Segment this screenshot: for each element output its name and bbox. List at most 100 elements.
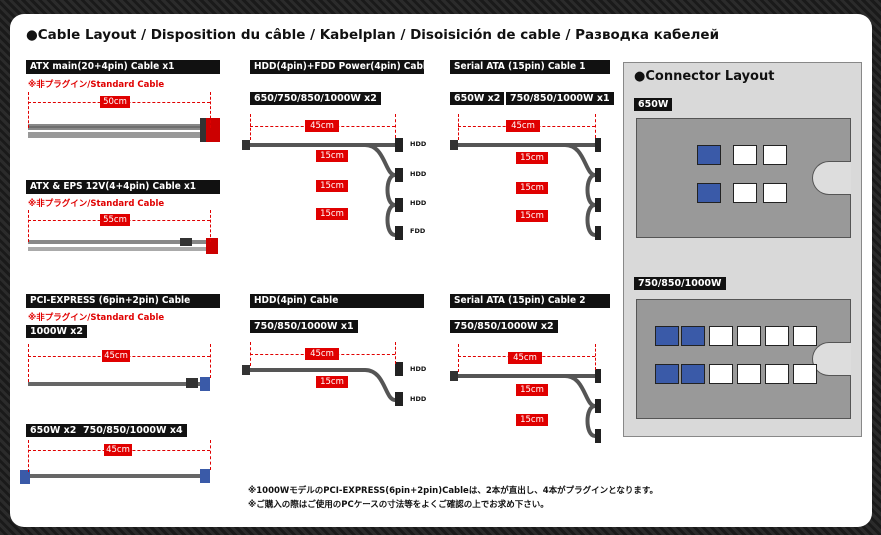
sata2-seg2-length: 15cm (516, 414, 548, 426)
hdd-seg-length: 15cm (316, 376, 348, 388)
hdd-fdd-seg2-length: 15cm (316, 180, 348, 192)
hdd-fdd-conn2-label: HDD (410, 170, 427, 178)
psu-650w-notch (812, 161, 851, 195)
sata2-connectors (595, 369, 601, 443)
pcie2-cable-drawing (20, 469, 210, 484)
atx-standard-note: ※非プラグイン/Standard Cable (28, 80, 165, 90)
hdd-cable-drawing (242, 365, 396, 402)
pcie1-dim-right (210, 344, 211, 378)
connector-layout-panel: ●Connector Layout 650W 750/850/1000W (623, 62, 862, 437)
footnote-1: ※1000WモデルのPCI-EXPRESS(6pin+2pin)Cableは、2… (248, 486, 659, 496)
pcie-qty-1000w: 1000W x2 (26, 325, 87, 338)
pcie-qty-750-1000w: 750/850/1000W x4 (79, 424, 187, 437)
sata1-dim-left (458, 114, 459, 140)
psu-1000w-port-blue-3 (655, 364, 679, 384)
sata2-cable-title: Serial ATA (15pin) Cable 2 (450, 294, 610, 308)
psu-1000w-port-1 (709, 326, 733, 346)
sata2-seg1-length: 15cm (516, 384, 548, 396)
eps-cable-title: ATX & EPS 12V(4+4pin) Cable x1 (26, 180, 220, 194)
hdd-fdd-seg1-length: 15cm (316, 150, 348, 162)
pcie1-length-label: 45cm (102, 350, 130, 362)
page-title: ●Cable Layout / Disposition du câble / K… (26, 27, 720, 43)
sata2-dim-left (458, 344, 459, 372)
pcie2-dim-right (210, 440, 211, 470)
hdd-fdd-conn3-label: HDD (410, 199, 427, 207)
pcie1-cable-drawing (28, 377, 210, 391)
sata1-qty-650w: 650W x2 (450, 92, 505, 105)
sata1-qty-750-1000w: 750/850/1000W x1 (506, 92, 614, 105)
pcie2-dim-left (28, 440, 29, 472)
hdd-conn1-label: HDD (410, 365, 427, 373)
content-panel: { "title": "●Cable Layout / Disposition … (10, 14, 872, 527)
psu-650w-port-3 (733, 183, 757, 203)
hdd-fdd-seg3-length: 15cm (316, 208, 348, 220)
psu-650w-label: 650W (634, 98, 673, 111)
sata1-seg2-length: 15cm (516, 182, 548, 194)
hdd-fdd-dim-right (395, 114, 396, 138)
footnote-2: ※ご購入の際はご使用のPCケースの寸法等をよくご確認の上でお求め下さい。 (248, 500, 549, 510)
sata1-connectors (595, 138, 601, 240)
sata1-main-length: 45cm (506, 120, 540, 132)
sata1-seg3-length: 15cm (516, 210, 548, 222)
hdd-connectors (395, 362, 403, 406)
psu-650w-port-blue-1 (697, 145, 721, 165)
hdd-fdd-conn1-label: HDD (410, 140, 427, 148)
atx-dim-left (28, 92, 29, 128)
psu-1000w-port-blue-2 (681, 326, 705, 346)
hdd-fdd-main-length: 45cm (305, 120, 339, 132)
pcie-standard-note: ※非プラグイン/Standard Cable (28, 313, 165, 323)
eps-dim-left (28, 210, 29, 242)
psu-650w-panel (636, 118, 851, 238)
psu-650w-port-1 (733, 145, 757, 165)
hdd-qty: 750/850/1000W x1 (250, 320, 358, 333)
pcie1-dim-left (28, 344, 29, 382)
atx-length-label: 50cm (100, 96, 130, 108)
eps-cable-drawing (28, 238, 218, 254)
psu-1000w-port-blue-4 (681, 364, 705, 384)
atx-cable-drawing (28, 118, 220, 142)
psu-1000w-port-5 (709, 364, 733, 384)
psu-1000w-port-8 (793, 364, 817, 384)
cable-drawings (20, 118, 601, 484)
hdd-fdd-cable-title: HDD(4pin)+FDD Power(4pin) Cable (250, 60, 432, 74)
psu-1000w-port-3 (765, 326, 789, 346)
pcie2-length-label: 45cm (104, 444, 132, 456)
psu-750-1000w-notch (812, 342, 851, 376)
sata1-cable-drawing (450, 140, 596, 237)
sata1-cable-title: Serial ATA (15pin) Cable 1 (450, 60, 610, 74)
hdd-fdd-dim-left (250, 114, 251, 140)
pcie-cable-title: PCI-EXPRESS (6pin+2pin) Cable (26, 294, 220, 308)
sata1-seg1-length: 15cm (516, 152, 548, 164)
hdd-fdd-conn4-label: FDD (410, 227, 426, 235)
pcie-qty-650w: 650W x2 (26, 424, 81, 437)
hdd-fdd-connectors (395, 138, 403, 240)
eps-standard-note: ※非プラグイン/Standard Cable (28, 199, 165, 209)
psu-1000w-port-2 (737, 326, 761, 346)
atx-cable-title: ATX main(20+4pin) Cable x1 (26, 60, 220, 74)
hdd-main-length: 45cm (305, 348, 339, 360)
hdd-dim-right (395, 342, 396, 364)
sata2-dim-right (595, 344, 596, 370)
atx-dim-right (210, 92, 211, 128)
sata2-main-length: 45cm (508, 352, 542, 364)
psu-1000w-port-blue-1 (655, 326, 679, 346)
psu-650w-port-blue-2 (697, 183, 721, 203)
psu-1000w-port-4 (793, 326, 817, 346)
eps-length-label: 55cm (100, 214, 130, 226)
psu-750-1000w-label: 750/850/1000W (634, 277, 726, 290)
connector-layout-title: ●Connector Layout (634, 69, 775, 84)
hdd-conn2-label: HDD (410, 395, 427, 403)
psu-650w-port-2 (763, 145, 787, 165)
sata2-qty: 750/850/1000W x2 (450, 320, 558, 333)
psu-650w-port-4 (763, 183, 787, 203)
sata2-cable-drawing (450, 371, 596, 438)
eps-dim-right (210, 210, 211, 242)
psu-1000w-port-7 (765, 364, 789, 384)
sata1-dim-right (595, 114, 596, 138)
psu-1000w-port-6 (737, 364, 761, 384)
psu-750-1000w-panel (636, 299, 851, 419)
hdd-fdd-cable-drawing (242, 140, 396, 237)
hdd-fdd-qty: 650/750/850/1000W x2 (250, 92, 381, 105)
hdd-cable-title: HDD(4pin) Cable (250, 294, 424, 308)
